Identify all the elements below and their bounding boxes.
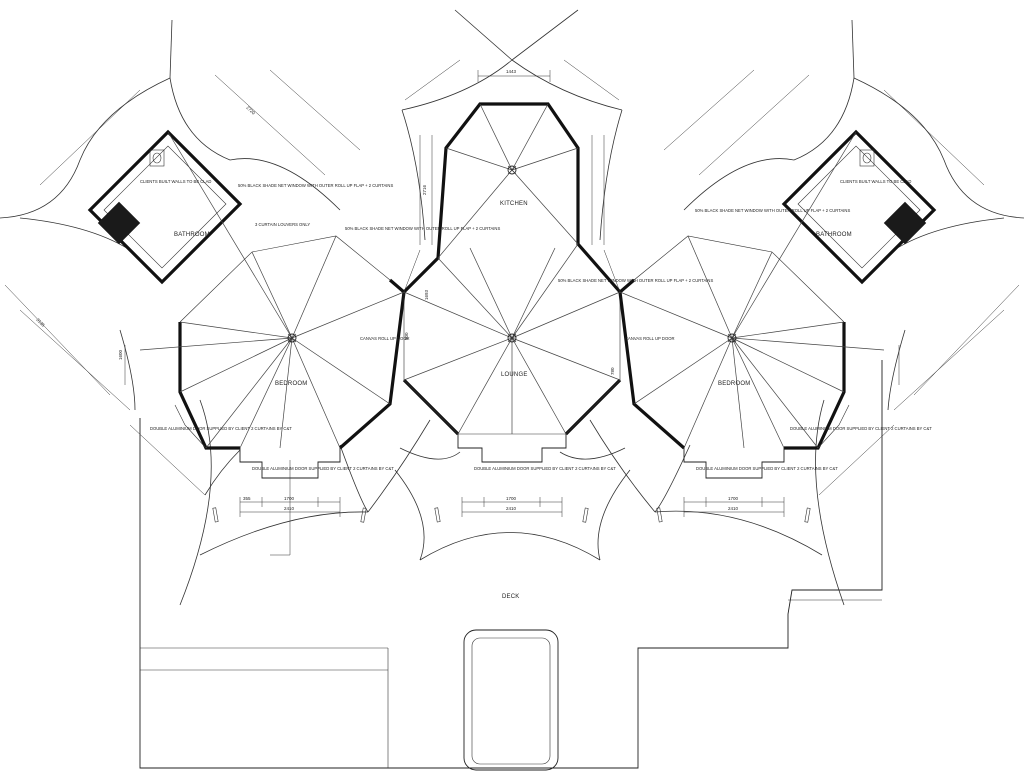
label-deck: DECK <box>502 594 519 600</box>
walls <box>87 102 937 450</box>
note-shade-net-3: 50% BLACK SHADE NET WINDOW WITH OUTER RO… <box>558 278 713 283</box>
note-canvas-left: CANVAS ROLL UP DOOR <box>360 336 410 341</box>
dim-1700-mid: 1700 <box>506 496 517 501</box>
dim-1700-right: 1700 <box>728 496 739 501</box>
dim-2410-left: 2410 <box>284 506 295 511</box>
note-curtain-louvers: 3 CURTAIN LOUVERS ONLY <box>255 222 310 227</box>
door-notches <box>174 404 850 479</box>
note-door-right: DOUBLE ALUMINIUM DOOR SUPPLIED BY CLIENT… <box>696 466 838 471</box>
deck-outline <box>139 360 883 769</box>
dimension-lines <box>4 59 1020 556</box>
label-bedroom-right: BEDROOM <box>718 381 750 387</box>
pool <box>463 629 559 771</box>
note-door-left: DOUBLE ALUMINIUM DOOR SUPPLIED BY CLIENT… <box>252 466 394 471</box>
dim-1600: 1600 <box>118 349 123 360</box>
dim-2410-right: 2410 <box>728 506 739 511</box>
dim-900: 900 <box>404 332 409 340</box>
label-bathroom-left: BATHROOM <box>174 232 210 238</box>
note-door-side-right: DOUBLE ALUMINIUM DOOR SUPPLIED BY CLIENT… <box>790 426 932 431</box>
dim-1700-left: 1700 <box>284 496 295 501</box>
note-shade-net-1: 50% BLACK SHADE NET WINDOW WITH OUTER RO… <box>238 183 393 188</box>
anchor-pegs <box>212 507 811 523</box>
annotation-notes: CLIENTS BUILT WALLS TO BE CLAD CLIENTS B… <box>140 179 932 471</box>
dim-1693: 1693 <box>424 289 429 300</box>
dimension-labels: 1443 2410 2410 2410 1700 1700 1700 355 2… <box>35 69 738 511</box>
dim-2410-mid: 2410 <box>506 506 517 511</box>
dim-2720: 2720 <box>245 105 256 116</box>
note-clients-walls-left: CLIENTS BUILT WALLS TO BE CLAD <box>140 179 211 184</box>
dim-355: 355 <box>243 496 251 501</box>
note-shade-net-2: 50% BLACK SHADE NET WINDOW WITH OUTER RO… <box>345 226 500 231</box>
note-clients-walls-right: CLIENTS BUILT WALLS TO BE CLAD <box>840 179 911 184</box>
note-canvas-right: CANVAS ROLL UP DOOR <box>625 336 675 341</box>
label-bathroom-right: BATHROOM <box>816 232 852 238</box>
dim-1443: 1443 <box>506 69 517 74</box>
radial-poles <box>139 103 885 449</box>
note-door-side-left: DOUBLE ALUMINIUM DOOR SUPPLIED BY CLIENT… <box>150 426 292 431</box>
label-kitchen: KITCHEN <box>500 201 528 207</box>
dim-780: 780 <box>610 367 615 375</box>
note-shade-net-4: 50% BLACK SHADE NET WINDOW WITH OUTER RO… <box>695 208 850 213</box>
note-door-mid: DOUBLE ALUMINIUM DOOR SUPPLIED BY CLIENT… <box>474 466 616 471</box>
pole-centers <box>287 165 737 343</box>
dim-2716: 2716 <box>422 184 427 195</box>
bathroom-fixtures <box>97 149 927 245</box>
room-labels: BATHROOM BATHROOM KITCHEN LOUNGE BEDROOM… <box>174 201 852 600</box>
label-bedroom-left: BEDROOM <box>275 381 307 387</box>
dim-3135: 3135 <box>35 317 46 328</box>
canopy-curves <box>0 9 1024 606</box>
label-lounge: LOUNGE <box>501 372 528 378</box>
